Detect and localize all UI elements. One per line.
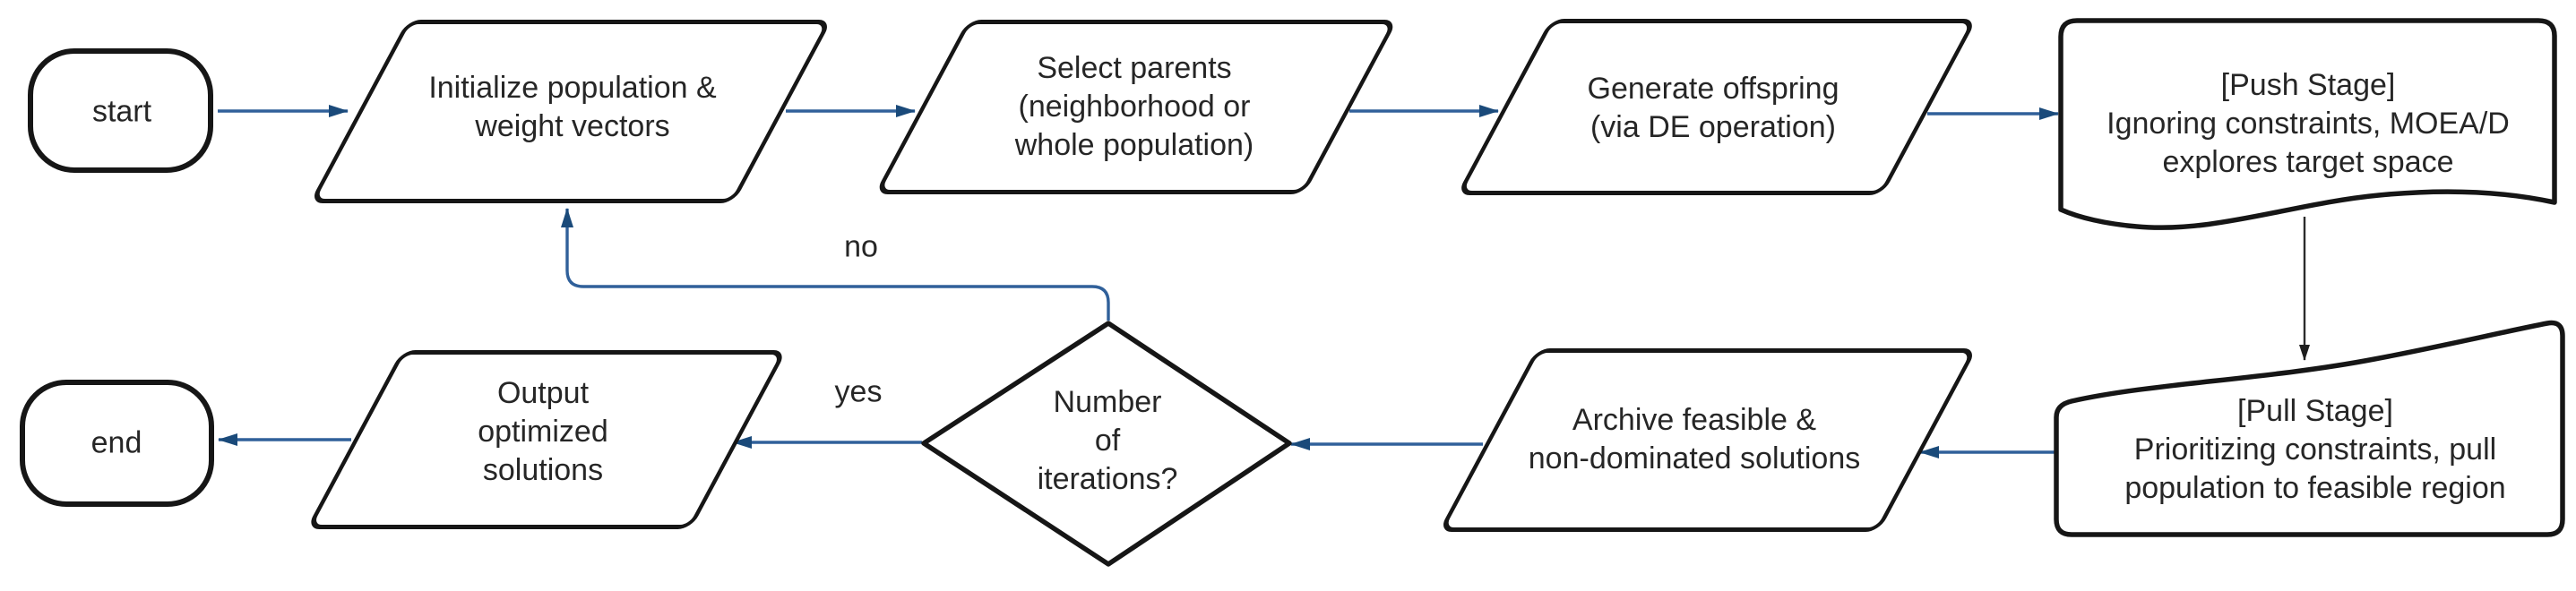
node-decision (921, 321, 1292, 567)
node-push (2058, 18, 2557, 230)
node-start (28, 48, 213, 173)
node-end (20, 380, 214, 507)
node-pull (2054, 320, 2565, 537)
edge-decision-init-no (561, 208, 1110, 321)
